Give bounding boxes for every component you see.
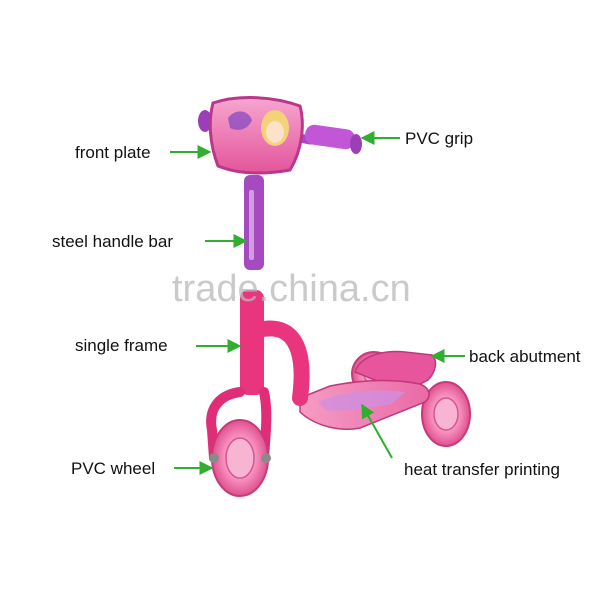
front-wheel: [209, 419, 271, 497]
label-pvc-wheel: PVC wheel: [71, 459, 156, 478]
front-fork: [206, 387, 245, 463]
front-plate: [208, 96, 304, 175]
label-heat-transfer-printing: heat transfer printing: [404, 460, 560, 479]
label-pvc-grip: PVC grip: [405, 129, 474, 148]
watermark: trade.china.cn: [172, 268, 411, 310]
label-steel-handle-bar: steel handle bar: [52, 232, 173, 251]
lower-stem: [240, 290, 264, 395]
left-grip-end: [198, 110, 212, 132]
heat-transfer-print: [318, 390, 405, 411]
single-frame: [250, 320, 310, 406]
label-front-plate: front plate: [75, 143, 151, 162]
pvc-grip: [305, 124, 362, 154]
arrow-heat-transfer: [361, 403, 393, 459]
label-single-frame: single frame: [75, 336, 168, 355]
back-wheel-right: [421, 381, 471, 447]
label-back-abutment: back abutment: [469, 347, 581, 366]
annotation-arrows: [170, 131, 465, 475]
